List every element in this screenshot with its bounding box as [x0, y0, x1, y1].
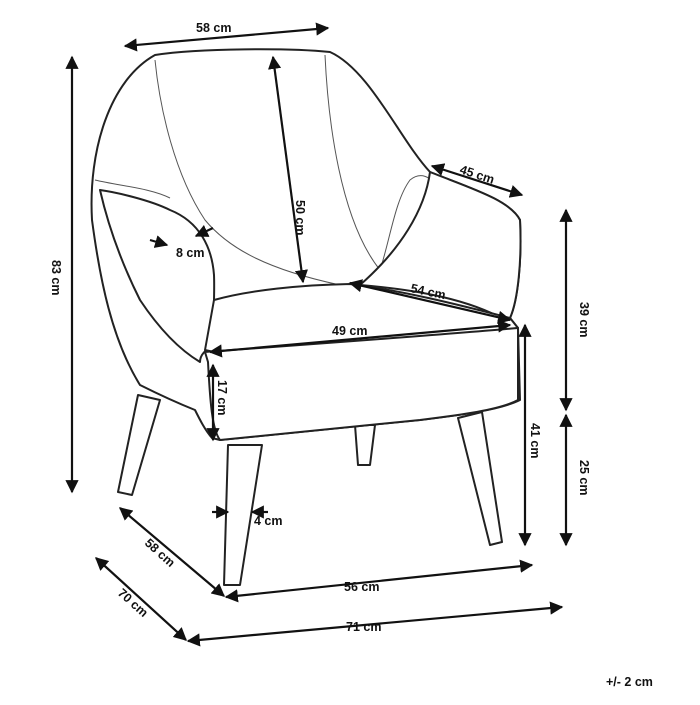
label-back-height: 50 cm	[293, 200, 307, 235]
left-arm-seam	[94, 179, 171, 199]
label-arm-depth: 45 cm	[458, 163, 496, 187]
leg-front-right	[457, 411, 503, 546]
label-cushion-thickness: 17 cm	[215, 380, 229, 415]
label-leg-width: 4 cm	[254, 514, 283, 528]
label-legs-width: 56 cm	[344, 580, 379, 594]
dim-line-arm-thickness	[149, 235, 169, 248]
dim-line-back-height	[268, 55, 308, 284]
dim-line-arm-thickness-b	[194, 224, 214, 237]
dim-line-back-top-width	[123, 22, 330, 52]
dim-line-legs-depth	[118, 507, 226, 597]
dim-line-seat-depth	[348, 279, 512, 324]
dim-line-total-width	[186, 601, 564, 647]
leg-back-left	[117, 394, 161, 496]
dim-line-arm-depth	[430, 163, 524, 198]
label-back-top-width: 58 cm	[196, 21, 231, 35]
tolerance-note: +/- 2 cm	[606, 675, 653, 689]
label-seat-height: 41 cm	[528, 423, 542, 458]
label-seat-width: 49 cm	[332, 324, 367, 338]
chair-drawing	[90, 48, 522, 586]
label-total-width: 71 cm	[346, 620, 381, 634]
label-total-height: 83 cm	[49, 260, 63, 295]
back-inner-right	[324, 54, 381, 271]
dim-line-legs-width	[224, 559, 534, 603]
label-arm-thickness: 8 cm	[176, 246, 205, 260]
label-arm-height-above-seat: 39 cm	[577, 302, 591, 337]
dimension-lines	[65, 22, 573, 647]
dim-line-total-depth	[95, 557, 187, 641]
leg-back-right	[354, 424, 376, 466]
label-leg-height: 25 cm	[577, 460, 591, 495]
dim-line-seat-width	[208, 319, 512, 358]
